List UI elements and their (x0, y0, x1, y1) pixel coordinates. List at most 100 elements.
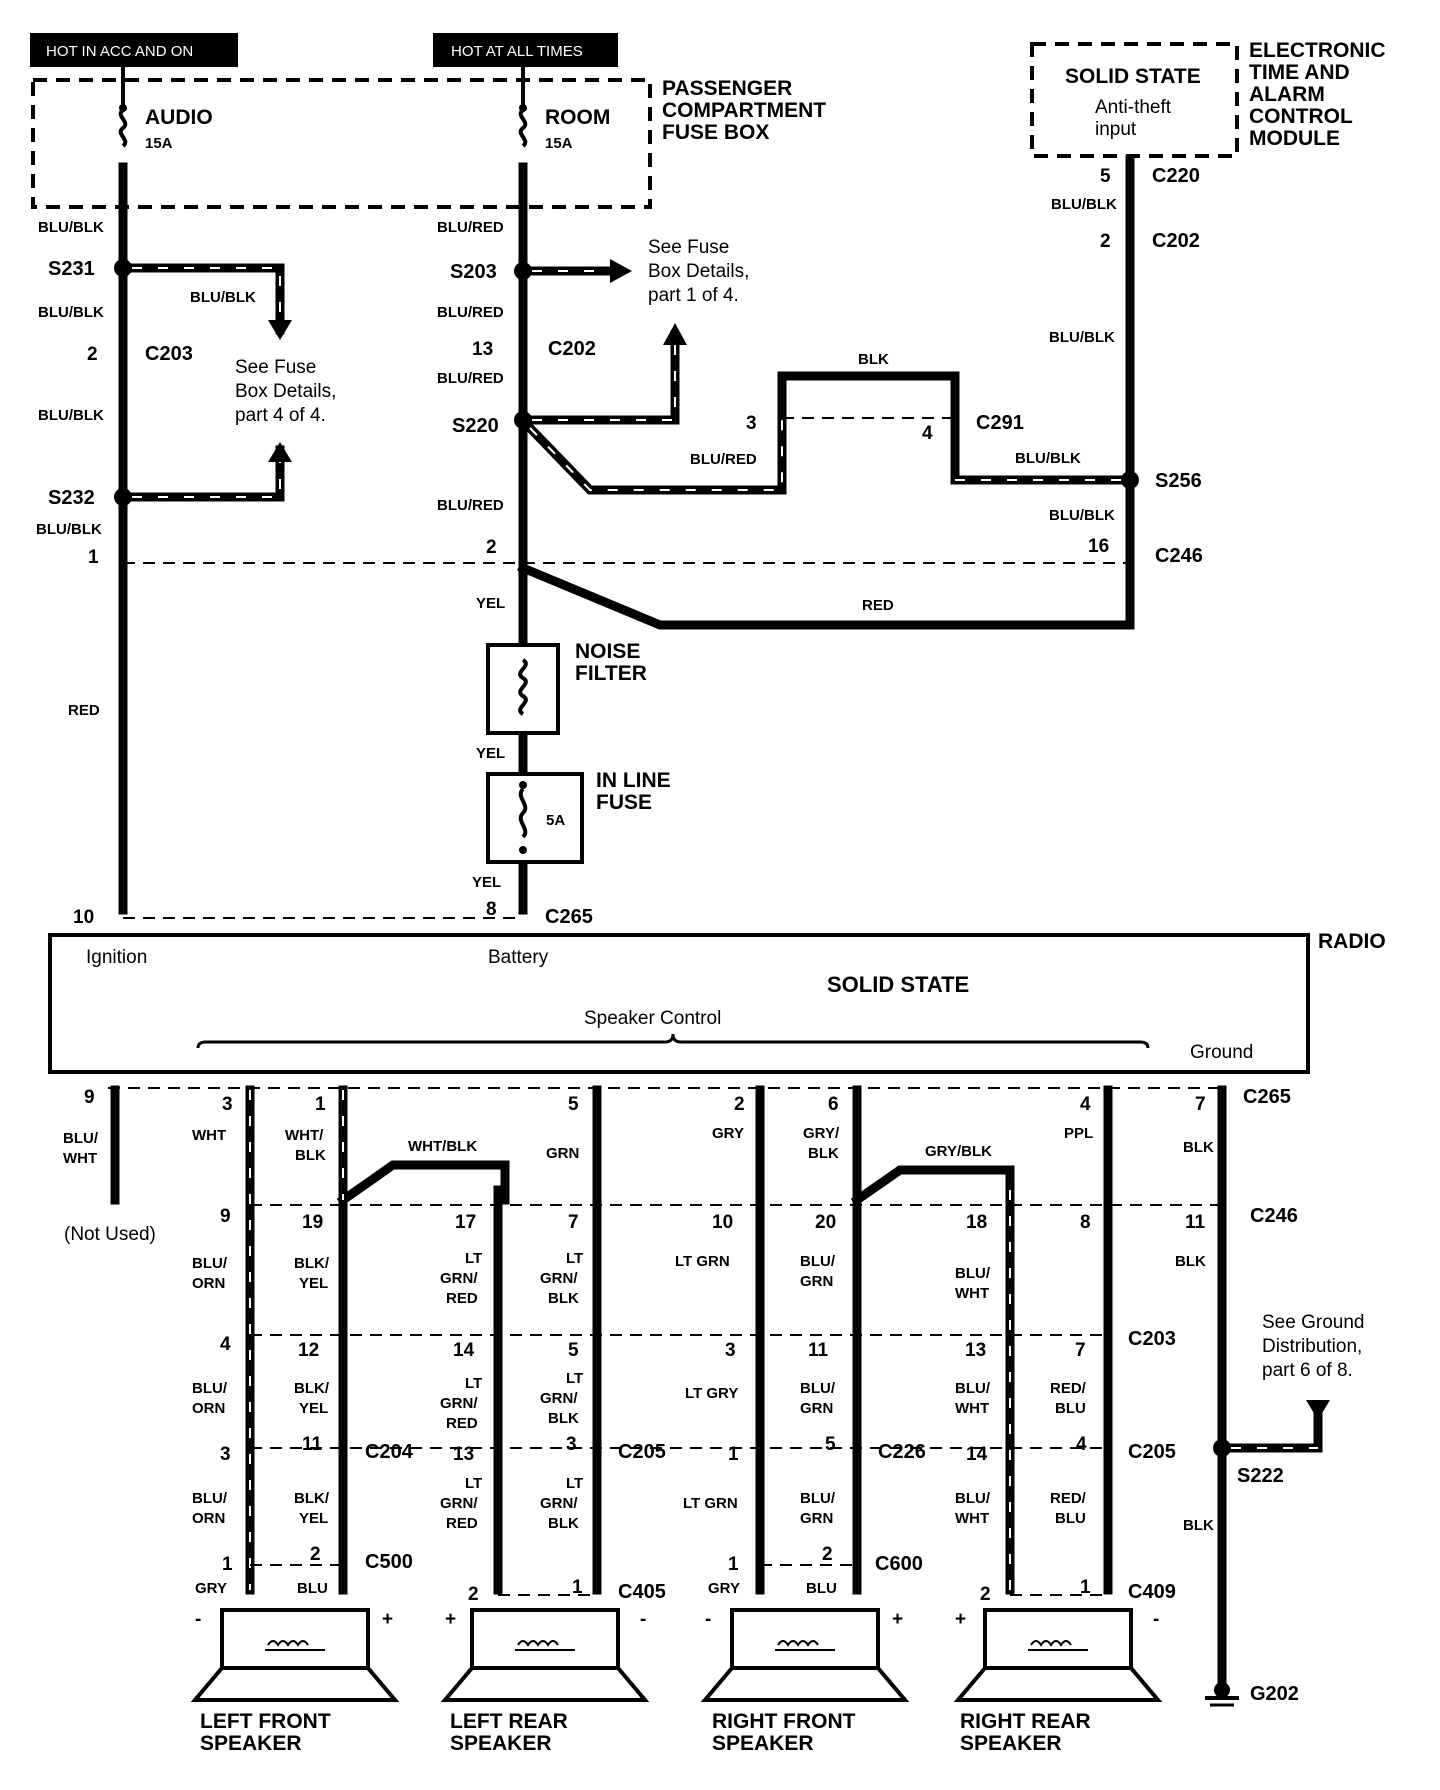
pin-c265-10: 10 (73, 907, 94, 928)
svg-text:WHT: WHT (955, 1510, 989, 1527)
svg-text:14: 14 (453, 1340, 475, 1361)
wl-bluwht-2: WHT (63, 1150, 97, 1167)
wl-whtblk-1: WHT/ (285, 1127, 324, 1144)
svg-text:1: 1 (728, 1444, 739, 1465)
pin-c291-4: 4 (922, 423, 933, 444)
wl-bluwht-1: BLU/ (63, 1130, 99, 1147)
speaker-control-brace (196, 1033, 1150, 1049)
rf-minus: - (705, 1609, 711, 1630)
svg-text:1: 1 (222, 1554, 233, 1575)
ground-g202: G202 (1250, 1683, 1299, 1705)
speaker-right-rear-icon (953, 1608, 1163, 1702)
wl-blk-c291: BLK (858, 351, 889, 368)
conn-c205-left: C205 (618, 1441, 666, 1463)
svg-text:RED/: RED/ (1050, 1490, 1087, 1507)
pin-c202-2: 2 (1100, 231, 1111, 252)
pin-r9: 9 (84, 1087, 95, 1108)
wl-gry: GRY (712, 1125, 744, 1142)
svg-text:GRN/: GRN/ (540, 1390, 578, 1407)
wl-gry-lf: GRY (195, 1580, 227, 1597)
svg-text:8: 8 (1080, 1212, 1091, 1233)
svg-text:WHT: WHT (955, 1400, 989, 1417)
wl-blublk-2: BLU/BLK (38, 304, 104, 321)
fuse-box-outline (31, 78, 652, 209)
pin-c202-13: 13 (472, 339, 493, 360)
noise-filter-title-2: FILTER (575, 662, 647, 685)
fuse-box-title-3: FUSE BOX (662, 121, 769, 144)
rr-minus: - (1153, 1609, 1159, 1630)
svg-text:ORN: ORN (192, 1510, 225, 1527)
svg-text:2: 2 (468, 1584, 479, 1605)
lf-minus: - (195, 1609, 201, 1630)
tag-hot-acc-text: HOT IN ACC AND ON (46, 43, 193, 60)
conn-c265-bottom: C265 (1243, 1086, 1291, 1108)
svg-text:17: 17 (455, 1212, 476, 1233)
pin-r1: 1 (315, 1094, 326, 1115)
conn-c220: C220 (1152, 165, 1200, 187)
svg-text:YEL: YEL (299, 1510, 328, 1527)
radio-battery: Battery (488, 947, 549, 968)
lr-plus: + (445, 1609, 456, 1630)
wl-blublk-c291: BLU/BLK (1015, 450, 1081, 467)
splice-s256 (1121, 471, 1139, 489)
row4-pins: 1 2 2 1 1 2 2 1 (222, 1544, 1091, 1605)
radio-not-used: (Not Used) (64, 1224, 156, 1245)
noise-filter-coil-icon (518, 658, 528, 716)
conn-c500: C500 (365, 1551, 413, 1573)
wire-s222-branch (1226, 1405, 1323, 1453)
splice-s256-label: S256 (1155, 470, 1202, 492)
ref-ground-3: part 6 of 8. (1262, 1360, 1353, 1381)
audio-fuse-label: AUDIO (145, 106, 213, 129)
pin-c246-16: 16 (1088, 536, 1109, 557)
noise-filter-title-1: NOISE (575, 640, 640, 663)
svg-text:BLU: BLU (1055, 1400, 1086, 1417)
svg-text:7: 7 (568, 1212, 579, 1233)
wire-s232-branch (127, 445, 285, 502)
ref-fuse4-3: part 4 of 4. (235, 405, 326, 426)
svg-text:13: 13 (453, 1444, 474, 1465)
inline-fuse-icon (518, 787, 528, 839)
ref-fuse4-2: Box Details, (235, 381, 336, 402)
conn-c291: C291 (976, 412, 1024, 434)
svg-text:9: 9 (220, 1206, 231, 1227)
fuse-box-title-1: PASSENGER (662, 77, 792, 100)
svg-text:11: 11 (1185, 1212, 1206, 1233)
svg-text:ORN: ORN (192, 1400, 225, 1417)
ground-symbol-icon (1205, 1682, 1239, 1707)
tag-hot-always (433, 33, 618, 67)
wire-red-c246 (517, 562, 1135, 630)
wire-s220-up (527, 333, 680, 425)
arrow-down-ground (1306, 1400, 1330, 1420)
svg-text:LT: LT (566, 1475, 583, 1492)
ref-ground-1: See Ground (1262, 1312, 1364, 1333)
ref-fuse1-3: part 1 of 4. (648, 285, 739, 306)
svg-text:2: 2 (980, 1584, 991, 1605)
wire-c291-blk (777, 371, 960, 420)
splice-s220-label: S220 (452, 415, 499, 437)
svg-text:BLU/: BLU/ (800, 1490, 836, 1507)
arrow-up-fuse1 (663, 323, 687, 345)
svg-text:1: 1 (728, 1554, 739, 1575)
fuse-box-title-2: COMPARTMENT (662, 99, 826, 122)
conn-c203-bottom: C203 (1128, 1328, 1176, 1350)
svg-text:GRN/: GRN/ (540, 1270, 578, 1287)
svg-text:13: 13 (965, 1340, 986, 1361)
wl-grn: GRN (546, 1145, 579, 1162)
wl-blu-rf: BLU (806, 1580, 837, 1597)
wl-gryblk-3: GRY/BLK (925, 1143, 992, 1160)
svg-text:3: 3 (725, 1340, 736, 1361)
svg-text:BLK: BLK (548, 1410, 579, 1427)
wl-blublk-3: BLU/BLK (38, 407, 104, 424)
svg-text:1: 1 (572, 1577, 583, 1598)
c246-pins: 9 19 17 7 10 20 18 8 11 (220, 1206, 1206, 1233)
module-input-2: input (1095, 119, 1137, 140)
svg-text:BLU/: BLU/ (800, 1253, 836, 1270)
wl-gryblk-2: BLK (808, 1145, 839, 1162)
ref-fuse4-1: See Fuse (235, 357, 316, 378)
svg-text:3: 3 (566, 1434, 577, 1455)
module-input-1: Anti-theft (1095, 97, 1172, 118)
svg-text:BLK: BLK (548, 1290, 579, 1307)
rf-title-2: SPEAKER (712, 1732, 814, 1755)
radio-box (48, 933, 1310, 1074)
